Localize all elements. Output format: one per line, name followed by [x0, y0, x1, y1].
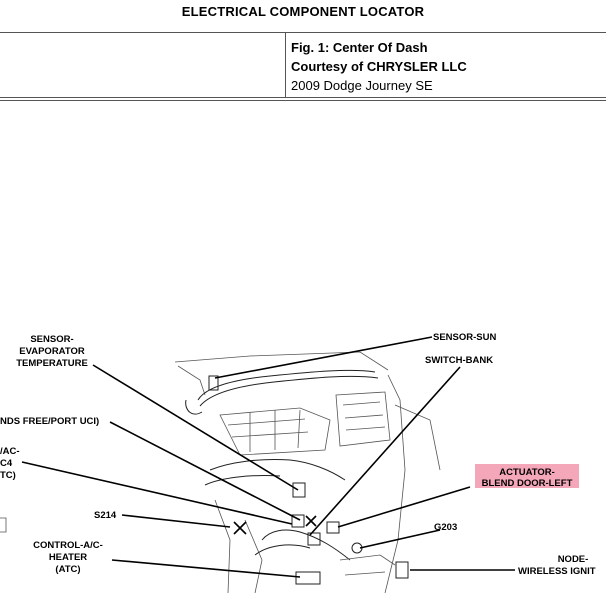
label-actuator-1: ACTUATOR- [499, 467, 555, 478]
header-divider [285, 33, 286, 97]
label-control-3: (ATC) [55, 564, 80, 575]
splice-x-mark [305, 515, 317, 527]
label-switch-bank: SWITCH-BANK [425, 355, 493, 366]
header-table: Fig. 1: Center Of Dash Courtesy of CHRYS… [0, 32, 606, 101]
label-ac-2: C4 [0, 458, 13, 469]
document-title: ELECTRICAL COMPONENT LOCATOR [181, 4, 425, 19]
label-ac-3: TC) [0, 470, 16, 481]
label-hands-free: NDS FREE/PORT UCI) [0, 416, 99, 427]
splice-marks [233, 515, 317, 535]
leader-lines [21, 336, 515, 578]
label-actuator-2: BLEND DOOR-LEFT [482, 478, 573, 489]
switch-bank-connector [292, 482, 306, 498]
label-control-1: CONTROL-A/C- [33, 540, 103, 551]
vehicle-line: 2009 Dodge Journey SE [291, 78, 433, 93]
label-ac-1: /AC- [0, 446, 20, 457]
label-node-2: WIRELESS IGNIT [518, 566, 596, 577]
label-s214: S214 [94, 510, 117, 521]
label-sensor-evap-1: SENSOR- [30, 334, 73, 345]
label-sensor-evap-2: EVAPORATOR [19, 346, 85, 357]
actuator-connector [326, 521, 340, 534]
label-control-2: HEATER [49, 552, 87, 563]
control-connector [295, 571, 321, 585]
edge-connector [0, 517, 7, 533]
label-sensor-evap-3: TEMPERATURE [16, 358, 88, 369]
connector-b [307, 532, 321, 546]
label-node-1: NODE- [558, 554, 589, 565]
figure-caption: Fig. 1: Center Of Dash [291, 40, 428, 55]
courtesy-line: Courtesy of CHRYSLER LLC [291, 59, 467, 74]
connector-a [291, 514, 305, 528]
actuator-highlight [475, 464, 579, 488]
component-labels: SENSOR- EVAPORATOR TEMPERATURE SENSOR-SU… [0, 332, 596, 577]
sensor-evap-connector [208, 375, 219, 391]
dash-illustration [0, 351, 441, 593]
node-connector [395, 561, 409, 579]
label-sensor-sun: SENSOR-SUN [433, 332, 496, 343]
figure-info-cell: Fig. 1: Center Of Dash Courtesy of CHRYS… [291, 38, 467, 95]
label-g203: G203 [434, 522, 457, 533]
s214-x-mark [233, 521, 247, 535]
